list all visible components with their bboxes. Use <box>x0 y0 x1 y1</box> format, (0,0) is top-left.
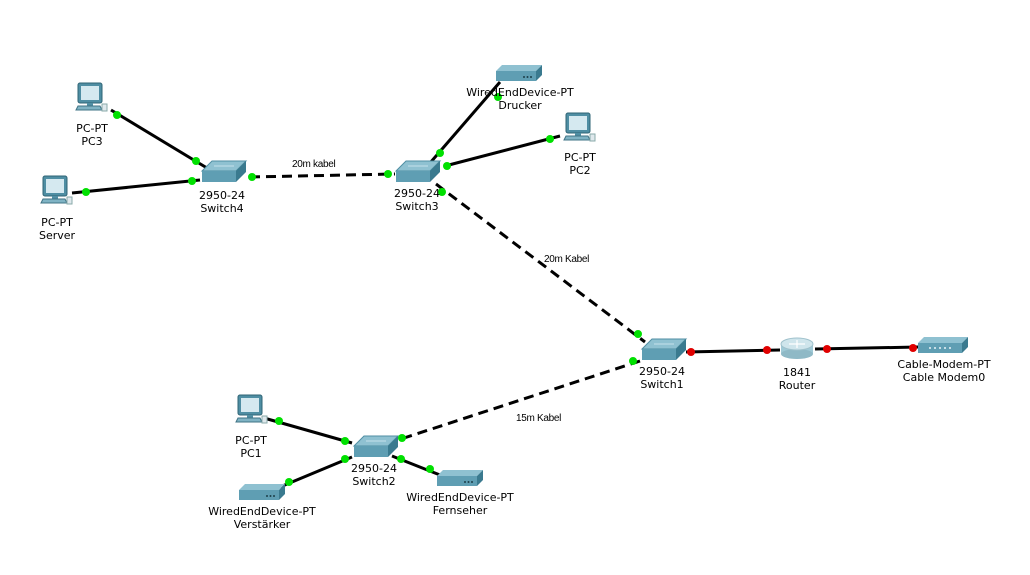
link-up-indicator <box>275 417 283 425</box>
cable-label: 20m kabel <box>292 159 336 170</box>
link-up-indicator <box>192 157 200 165</box>
cable-link[interactable] <box>403 359 641 440</box>
router-device-router[interactable] <box>780 337 814 359</box>
device-model: PC-PT <box>564 151 596 164</box>
cable-link[interactable] <box>435 182 646 344</box>
switch-device-switch2[interactable] <box>352 435 400 457</box>
wired-device-verstaerker[interactable] <box>239 484 285 500</box>
ports-layer <box>82 93 917 486</box>
link-up-indicator <box>443 162 451 170</box>
link-up-indicator <box>494 93 502 101</box>
device-model: Cable-Modem-PT <box>897 358 991 371</box>
device-model: 2950-24 <box>351 462 397 475</box>
pc-device-server[interactable] <box>40 175 73 205</box>
link-up-indicator <box>398 434 406 442</box>
device-model: WiredEndDevice-PT <box>406 491 514 504</box>
link-up-indicator <box>634 330 642 338</box>
link-up-indicator <box>629 357 637 365</box>
link-down-indicator <box>909 344 917 352</box>
link-up-indicator <box>82 188 90 196</box>
link-up-indicator <box>248 173 256 181</box>
link-up-indicator <box>438 188 446 196</box>
devices-layer <box>40 65 968 500</box>
links-layer <box>71 81 919 489</box>
link-up-indicator <box>397 455 405 463</box>
device-name: Verstärker <box>233 518 291 531</box>
link-up-indicator <box>546 135 554 143</box>
device-name: PC1 <box>240 447 262 460</box>
device-name: Fernseher <box>432 504 488 517</box>
switch-device-switch3[interactable] <box>394 160 442 182</box>
device-name: Switch2 <box>352 475 396 488</box>
switch-device-switch1[interactable] <box>640 338 688 360</box>
link-up-indicator <box>341 455 349 463</box>
link-down-indicator <box>763 346 771 354</box>
device-model: PC-PT <box>76 122 108 135</box>
pc-device-pc1[interactable] <box>235 394 268 424</box>
cable-link[interactable] <box>814 345 919 351</box>
device-model: WiredEndDevice-PT <box>208 505 316 518</box>
device-name: PC3 <box>81 135 103 148</box>
link-down-indicator <box>687 348 695 356</box>
device-name: Server <box>38 229 76 242</box>
device-name: Drucker <box>498 99 542 112</box>
device-model: WiredEndDevice-PT <box>466 86 574 99</box>
device-model: 2950-24 <box>394 187 440 200</box>
wired-device-drucker[interactable] <box>496 65 542 81</box>
cable-link[interactable] <box>71 178 201 195</box>
cable-link[interactable] <box>249 172 396 179</box>
link-up-indicator <box>113 111 121 119</box>
cable-label: 20m Kabel <box>544 254 590 265</box>
link-up-indicator <box>188 177 196 185</box>
switch-device-switch4[interactable] <box>200 160 248 182</box>
cable-link[interactable] <box>444 134 561 168</box>
cable-label: 15m Kabel <box>516 413 562 424</box>
pc-device-pc3[interactable] <box>75 82 108 112</box>
link-down-indicator <box>823 345 831 353</box>
device-name: Cable Modem0 <box>902 371 986 384</box>
link-up-indicator <box>426 465 434 473</box>
link-up-indicator <box>384 170 392 178</box>
device-model: 1841 <box>783 366 811 379</box>
device-model: 2950-24 <box>199 189 245 202</box>
pc-device-pc2[interactable] <box>563 112 596 142</box>
wired-device-fernseher[interactable] <box>437 470 483 486</box>
link-up-indicator <box>341 437 349 445</box>
device-name: PC2 <box>569 164 591 177</box>
device-model: PC-PT <box>41 216 73 229</box>
modem-device-modem[interactable] <box>918 337 968 353</box>
device-name: Router <box>778 379 816 392</box>
link-up-indicator <box>436 149 444 157</box>
cable-link[interactable] <box>110 108 208 170</box>
device-name: Switch3 <box>395 200 439 213</box>
device-model: PC-PT <box>235 434 267 447</box>
device-name: Switch1 <box>640 378 684 391</box>
link-up-indicator <box>285 478 293 486</box>
device-name: Switch4 <box>200 202 244 215</box>
device-model: 2950-24 <box>639 365 685 378</box>
